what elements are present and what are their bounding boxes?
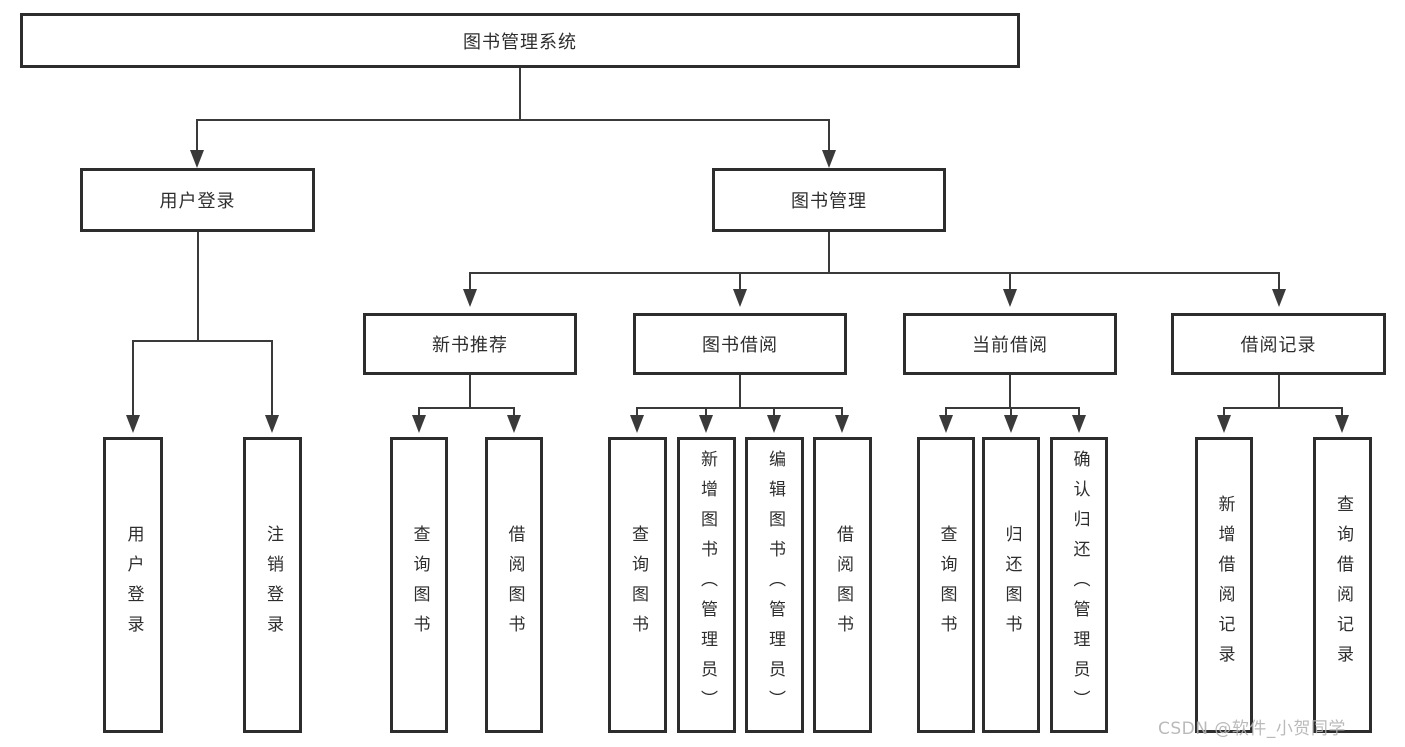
arrow-down-icon — [1072, 415, 1086, 433]
connector-line — [196, 119, 198, 151]
arrow-down-icon — [463, 289, 477, 307]
node-label: 新增借阅记录 — [1214, 495, 1235, 675]
connector-line — [636, 407, 842, 409]
connector-line — [1278, 272, 1280, 290]
node-user-login: 用户登录 — [80, 168, 315, 232]
arrow-down-icon — [265, 415, 279, 433]
arrow-down-icon — [767, 415, 781, 433]
csdn-watermark: CSDN @软件_小贺同学 — [1158, 719, 1346, 739]
connector-line — [739, 272, 741, 290]
node-label: 注销登录 — [263, 525, 283, 645]
connector-line — [469, 272, 471, 290]
connector-line — [1223, 407, 1342, 409]
arrow-down-icon — [822, 150, 836, 168]
arrow-down-icon — [835, 415, 849, 433]
node-label: 编辑图书（管理员） — [765, 450, 785, 720]
node-label: 图书管理系统 — [463, 31, 577, 53]
leaf-add-borrow-record: 新增借阅记录 — [1195, 437, 1253, 733]
arrow-down-icon — [1217, 415, 1231, 433]
leaf-query-book-current: 查询图书 — [917, 437, 975, 733]
node-label: 确认归还（管理员） — [1069, 450, 1090, 720]
connector-line — [828, 232, 830, 273]
arrow-down-icon — [1004, 415, 1018, 433]
connector-line — [1010, 407, 1012, 417]
connector-line — [739, 374, 741, 408]
arrow-down-icon — [630, 415, 644, 433]
connector-line — [197, 232, 199, 340]
arrow-down-icon — [412, 415, 426, 433]
node-label: 查询借阅记录 — [1333, 495, 1353, 675]
arrow-down-icon — [699, 415, 713, 433]
node-label: 借阅记录 — [1240, 335, 1317, 356]
arrow-down-icon — [1335, 415, 1349, 433]
node-borrow-records: 借阅记录 — [1171, 313, 1386, 375]
arrow-down-icon — [1272, 289, 1286, 307]
connector-line — [773, 407, 775, 417]
leaf-edit-book-admin: 编辑图书（管理员） — [745, 437, 804, 733]
arrow-down-icon — [190, 150, 204, 168]
node-book-management: 图书管理 — [712, 168, 946, 232]
connector-line — [519, 68, 521, 119]
connector-line — [1278, 374, 1280, 408]
leaf-confirm-return-admin: 确认归还（管理员） — [1050, 437, 1108, 733]
connector-line — [132, 340, 273, 342]
leaf-add-book-admin: 新增图书（管理员） — [677, 437, 736, 733]
connector-line — [841, 407, 843, 417]
node-label: 新书推荐 — [432, 335, 508, 356]
node-label: 借阅图书 — [504, 525, 525, 645]
node-label: 图书借阅 — [702, 335, 778, 356]
node-label: 查询图书 — [409, 525, 430, 645]
leaf-borrow-book-recommend: 借阅图书 — [485, 437, 543, 733]
connector-line — [945, 407, 1079, 409]
node-book-borrow: 图书借阅 — [633, 313, 847, 375]
node-label: 用户登录 — [123, 525, 144, 645]
connector-line — [1078, 407, 1080, 417]
node-new-book-recommend: 新书推荐 — [363, 313, 577, 375]
connector-line — [1341, 407, 1343, 417]
connector-line — [418, 407, 420, 417]
connector-line — [1009, 374, 1011, 408]
node-root-system: 图书管理系统 — [20, 13, 1020, 68]
connector-line — [196, 119, 830, 121]
node-label: 用户登录 — [159, 191, 236, 212]
connector-line — [418, 407, 515, 409]
leaf-query-borrow-record: 查询借阅记录 — [1313, 437, 1372, 733]
connector-line — [828, 119, 830, 151]
leaf-query-book-borrow: 查询图书 — [608, 437, 667, 733]
leaf-return-book: 归还图书 — [982, 437, 1040, 733]
node-label: 当前借阅 — [972, 335, 1048, 356]
connector-line — [1223, 407, 1225, 417]
node-label: 查询图书 — [936, 525, 957, 645]
leaf-borrow-book: 借阅图书 — [813, 437, 872, 733]
connector-line — [132, 340, 134, 416]
connector-line — [705, 407, 707, 417]
node-label: 查询图书 — [628, 525, 648, 645]
connector-line — [1009, 272, 1011, 290]
arrow-down-icon — [126, 415, 140, 433]
leaf-logout: 注销登录 — [243, 437, 302, 733]
arrow-down-icon — [733, 289, 747, 307]
node-label: 归还图书 — [1001, 525, 1022, 645]
connector-line — [271, 340, 273, 416]
arrow-down-icon — [939, 415, 953, 433]
leaf-user-login: 用户登录 — [103, 437, 163, 733]
connector-line — [945, 407, 947, 417]
leaf-query-book-recommend: 查询图书 — [390, 437, 448, 733]
arrow-down-icon — [507, 415, 521, 433]
connector-line — [469, 374, 471, 408]
connector-line — [513, 407, 515, 417]
connector-line — [636, 407, 638, 417]
node-current-borrow: 当前借阅 — [903, 313, 1117, 375]
connector-line — [469, 272, 1280, 274]
node-label: 新增图书（管理员） — [697, 450, 717, 720]
node-label: 借阅图书 — [833, 525, 853, 645]
node-label: 图书管理 — [791, 191, 867, 212]
arrow-down-icon — [1003, 289, 1017, 307]
